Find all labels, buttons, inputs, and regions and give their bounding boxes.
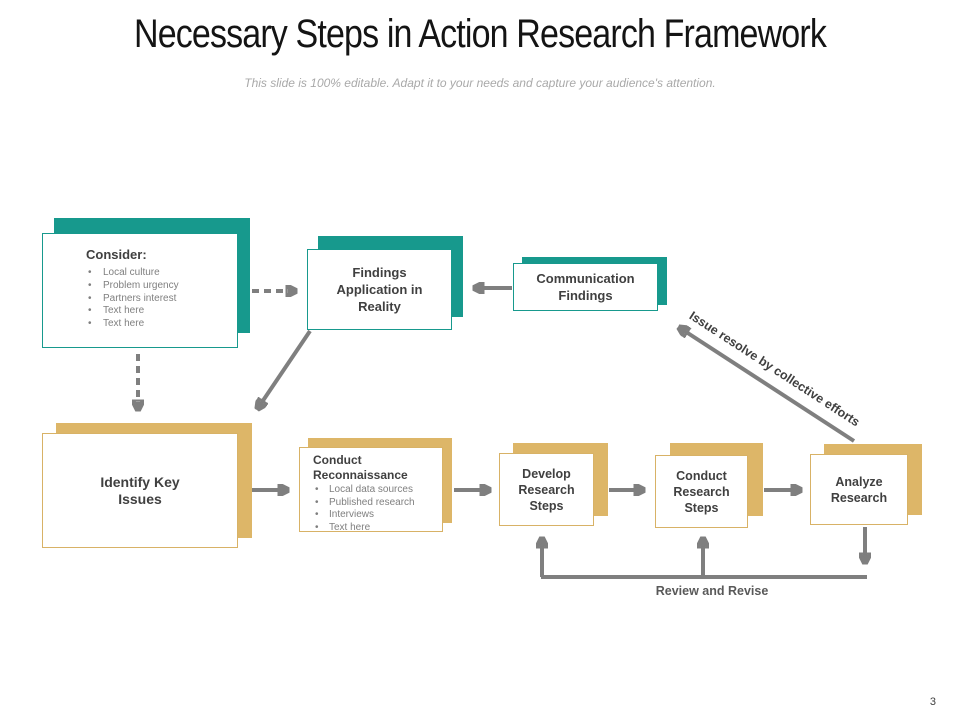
develop-research-steps-label: Develop Research Steps xyxy=(518,466,575,513)
arrow-findings-to-identify xyxy=(258,329,312,408)
bullet-item: Problem urgency xyxy=(86,280,229,293)
bullet-item: Published research xyxy=(313,497,438,510)
develop-research-steps-box[interactable]: Develop Research Steps xyxy=(499,453,594,526)
conduct-reconnaissance-box[interactable]: Conduct Reconnaissance Local data source… xyxy=(299,447,443,534)
identify-key-issues-label: Identify Key Issues xyxy=(100,473,180,507)
communication-findings-box[interactable]: Communication Findings xyxy=(513,263,658,311)
bullet-item: Partners interest xyxy=(86,293,229,306)
analyze-research-label: Analyze Research xyxy=(830,474,888,505)
consider-heading: Consider: xyxy=(86,247,147,262)
consider-box[interactable]: Consider: Local cultureProblem urgencyPa… xyxy=(42,233,238,348)
bullet-item: Text here xyxy=(313,522,438,535)
page-title: Necessary Steps in Action Research Frame… xyxy=(133,12,827,56)
bullet-item: Text here xyxy=(86,318,229,331)
bullet-item: Local data sources xyxy=(313,484,438,497)
bullet-item: Local culture xyxy=(86,267,229,280)
bullet-item: Interviews xyxy=(313,509,438,522)
conduct-research-steps-label: Conduct Research Steps xyxy=(673,468,730,515)
consider-bullet-list: Local cultureProblem urgencyPartners int… xyxy=(86,267,229,331)
feedback-loop-label: Review and Revise xyxy=(655,584,769,598)
communication-findings-label: Communication Findings xyxy=(536,271,635,303)
conduct-research-steps-box[interactable]: Conduct Research Steps xyxy=(655,455,748,528)
page-number: 3 xyxy=(929,696,936,708)
arrow-analyze-to-communication xyxy=(680,328,856,443)
analyze-research-box[interactable]: Analyze Research xyxy=(810,454,908,525)
conduct-reconnaissance-heading: Conduct Reconnaissance xyxy=(313,453,408,482)
bullet-item: Text here xyxy=(86,305,229,318)
subtitle: This slide is 100% editable. Adapt it to… xyxy=(244,76,716,90)
findings-application-label: Findings Application in Reality xyxy=(336,265,423,314)
reconnaissance-bullet-list: Local data sourcesPublished researchInte… xyxy=(313,484,438,534)
findings-application-box[interactable]: Findings Application in Reality xyxy=(307,249,452,330)
identify-key-issues-box[interactable]: Identify Key Issues xyxy=(42,433,238,548)
